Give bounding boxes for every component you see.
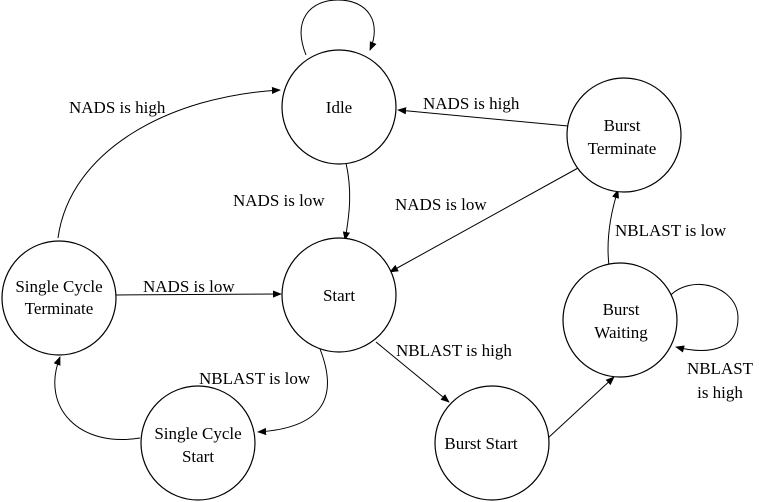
state-burst-waiting <box>562 262 678 378</box>
label-bt-to-idle: NADS is high <box>423 94 520 113</box>
label-bw-to-bt: NBLAST is low <box>615 221 727 240</box>
label-start-to-burst-start: NBLAST is high <box>396 341 512 360</box>
edge-bt-to-start <box>389 167 579 273</box>
state-sct-label-line1: Single Cycle <box>15 277 102 296</box>
edge-sct-to-idle <box>57 86 281 239</box>
edge-sct-to-start <box>115 290 282 298</box>
state-burst-waiting-label-line2: Waiting <box>594 323 648 342</box>
edge-idle-to-start <box>342 162 351 241</box>
label-bw-self-line2: is high <box>697 383 743 402</box>
state-burst-waiting-label-line1: Burst <box>603 300 640 319</box>
edge-burst-start-to-bw <box>547 376 615 439</box>
state-single-cycle-terminate <box>1 240 117 356</box>
state-scs-label-line1: Single Cycle <box>154 424 241 443</box>
label-bw-self-line1: NBLAST <box>687 359 754 378</box>
state-burst-terminate <box>566 77 682 193</box>
edge-bt-to-idle <box>397 107 569 127</box>
state-single-cycle-start <box>140 385 256 501</box>
state-scs-label-line2: Start <box>182 447 214 466</box>
label-sct-to-start: NADS is low <box>143 277 235 296</box>
state-idle-label: Idle <box>326 98 352 117</box>
label-start-to-scs: NBLAST is low <box>199 369 311 388</box>
edge-scs-to-sct <box>53 356 141 440</box>
edge-bw-to-bt <box>607 189 619 267</box>
label-bt-to-start: NADS is low <box>395 195 487 214</box>
state-start-label: Start <box>323 286 355 305</box>
state-burst-start <box>434 385 550 501</box>
edge-start-to-burst-start <box>375 341 450 403</box>
state-start <box>281 237 397 353</box>
state-burst-terminate-label-line1: Burst <box>604 116 641 135</box>
edge-start-to-scs <box>257 348 328 436</box>
state-burst-terminate-label-line2: Terminate <box>588 139 657 158</box>
bw-self-loop-edge <box>667 283 739 353</box>
state-burst-start-label: Burst Start <box>444 434 517 453</box>
state-idle <box>281 49 397 165</box>
label-sct-to-idle: NADS is high <box>69 98 166 117</box>
idle-self-loop-edge <box>300 0 377 56</box>
state-sct-label-line2: Terminate <box>25 299 94 318</box>
label-idle-to-start: NADS is low <box>233 191 325 210</box>
